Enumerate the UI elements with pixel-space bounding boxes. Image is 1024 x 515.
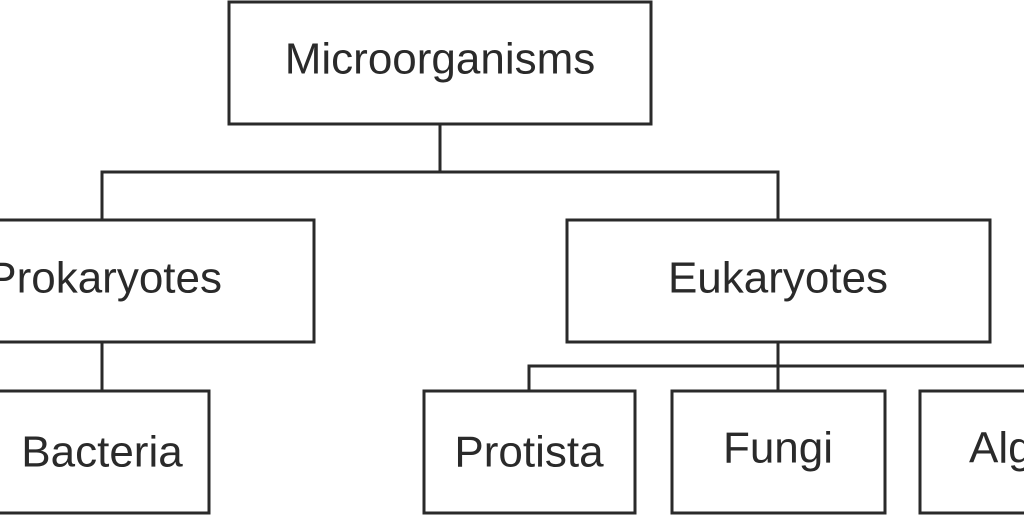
node-eukaryotes: Eukaryotes	[565, 218, 992, 344]
node-prokaryotes: Prokaryotes	[0, 218, 316, 344]
node-bacteria: Bacteria	[0, 389, 211, 515]
node-box-prokaryotes	[0, 218, 316, 344]
connector-eukaryotes-to-children	[527, 340, 1024, 393]
connectors	[100, 122, 1024, 393]
node-box-eukaryotes	[565, 218, 992, 344]
node-label-microorganisms: Microorganisms	[285, 35, 596, 84]
node-label-bacteria: Bacteria	[21, 428, 183, 477]
node-box-algae	[918, 389, 1024, 515]
node-label-eukaryotes: Eukaryotes	[668, 254, 888, 303]
node-box-bacteria	[0, 389, 211, 515]
node-fungi: Fungi	[670, 389, 887, 515]
node-box-protista	[422, 389, 637, 515]
node-microorganisms: Microorganisms	[227, 0, 653, 126]
connector-root-to-branches	[100, 122, 780, 222]
node-label-prokaryotes: Prokaryotes	[0, 254, 222, 303]
node-protista: Protista	[422, 389, 637, 515]
node-label-protista: Protista	[454, 428, 604, 477]
node-algae: Algae	[918, 389, 1024, 515]
node-box-fungi	[670, 389, 887, 515]
node-box-microorganisms	[227, 0, 653, 126]
node-label-fungi: Fungi	[723, 424, 833, 473]
node-label-algae: Algae	[969, 424, 1024, 473]
